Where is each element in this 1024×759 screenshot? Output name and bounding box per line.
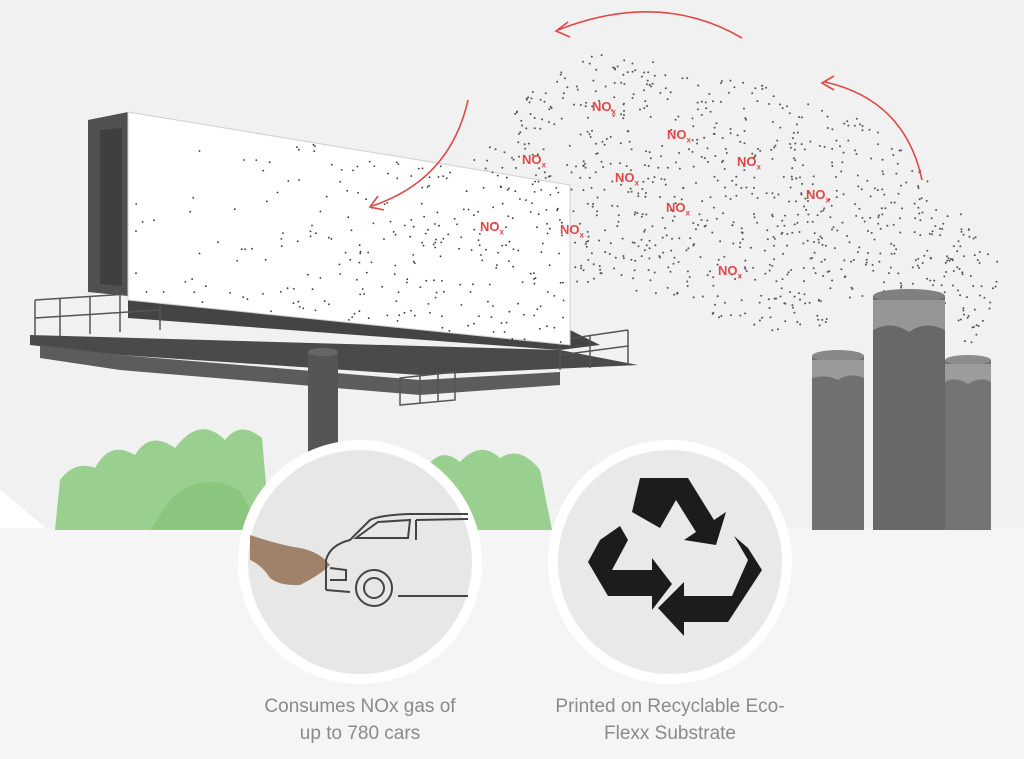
caption-line: Consumes NOx gas of [264, 696, 456, 717]
smokestack [812, 289, 991, 530]
smoke-cloud [470, 54, 999, 345]
recycle-icon [588, 478, 762, 636]
nox-label: NOx [806, 187, 830, 205]
car-icon [250, 513, 469, 607]
nox-label: NOx [666, 200, 690, 218]
badge-left [238, 440, 482, 684]
nox-label: NOx [667, 127, 691, 145]
billboard [30, 111, 638, 462]
nox-label: NOx [592, 99, 616, 117]
nox-label: NOx [522, 152, 546, 170]
caption-recyclable: Printed on Recyclable Eco- Flexx Substra… [510, 693, 830, 747]
caption-line: Flexx Substrate [604, 723, 736, 744]
caption-line: up to 780 cars [299, 723, 421, 744]
nox-label: NOx [560, 222, 584, 240]
nox-label: NOx [480, 219, 504, 237]
ground-edge [0, 490, 45, 528]
ground [0, 528, 1024, 759]
nox-label: NOx [718, 263, 742, 281]
caption-nox: Consumes NOx gas of up to 780 cars [230, 693, 490, 747]
bushes [55, 429, 552, 530]
nox-label: NOx [615, 170, 639, 188]
arrow [368, 11, 923, 211]
caption-line: Printed on Recyclable Eco- [555, 696, 785, 717]
nox-label: NOx [737, 154, 761, 172]
